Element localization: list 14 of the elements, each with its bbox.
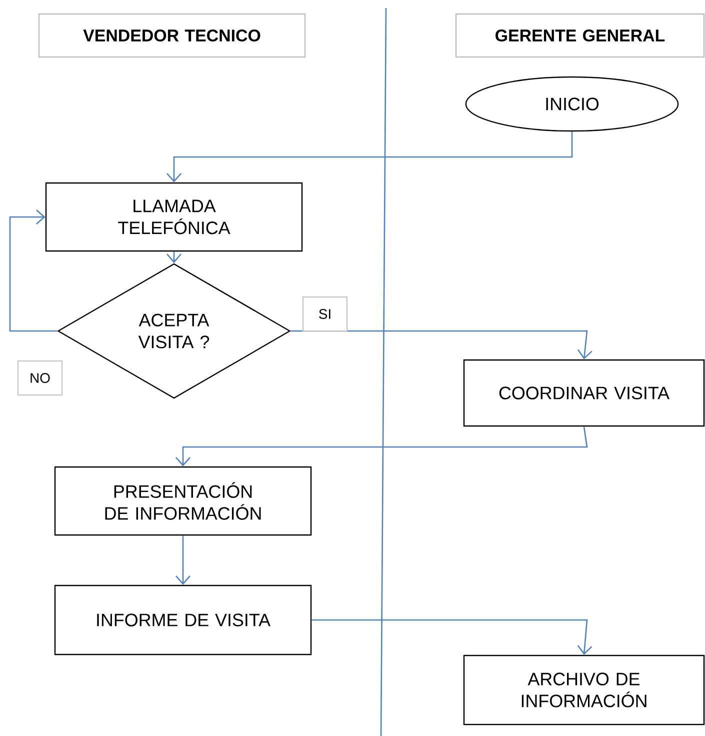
process-box: ARCHIVO DE INFORMACIÓN bbox=[463, 654, 705, 726]
arrow bbox=[176, 536, 190, 585]
edge-label: NO bbox=[18, 360, 62, 396]
edge-label: SI bbox=[302, 296, 348, 332]
process-box: LLAMADA TELEFÓNICA bbox=[45, 182, 303, 252]
arrow bbox=[176, 426, 588, 466]
process-box: PRESENTACIÓN DE INFORMACIÓN bbox=[54, 466, 312, 536]
lane-header: VENDEDOR TECNICO bbox=[38, 13, 306, 58]
lane-header: GERENTE GENERAL bbox=[455, 13, 705, 58]
arrow bbox=[312, 619, 592, 655]
process-box: INFORME DE VISITA bbox=[54, 584, 312, 656]
arrow bbox=[166, 132, 573, 182]
arrow bbox=[9, 210, 58, 332]
process-box: COORDINAR VISITA bbox=[463, 359, 705, 427]
